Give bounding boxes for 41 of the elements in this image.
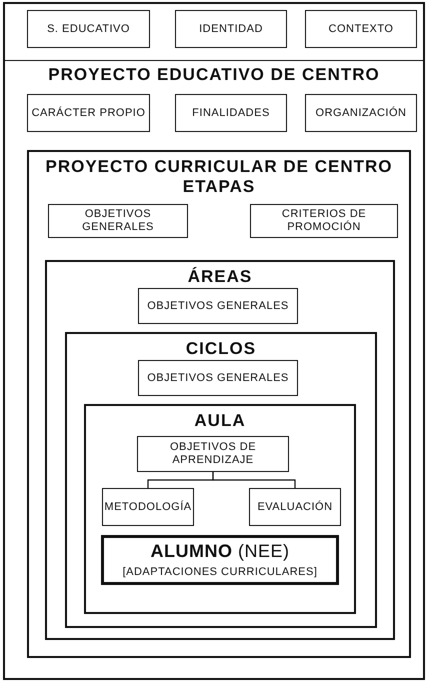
box-label: CONTEXTO (328, 22, 394, 36)
text-box (138, 288, 298, 324)
box-label: OBJETIVOS DE APRENDIZAJE (168, 441, 258, 467)
box-label: CRITERIOS DE PROMOCIÓN (280, 208, 368, 234)
box-label: OBJETIVOS GENERALES (146, 300, 290, 312)
text-box (305, 10, 417, 48)
text-box (102, 488, 194, 526)
box-label: OBJETIVOS GENERALES (81, 208, 155, 234)
box-heading: ALUMNO (NEE) (150, 541, 290, 562)
box-note: [ADAPTACIONES CURRICULARES] (122, 566, 318, 579)
group-title: ETAPAS (182, 177, 256, 198)
text-box (48, 204, 188, 238)
group-frame (65, 332, 377, 628)
group-frame (27, 150, 411, 658)
text-box (27, 94, 150, 132)
text-box (250, 204, 398, 238)
box-label: ORGANIZACIÓN (314, 106, 408, 120)
group-title: AULA (194, 411, 246, 432)
text-box (249, 488, 341, 526)
group-title: PROYECTO EDUCATIVO DE CENTRO (48, 65, 380, 86)
group-frame (45, 260, 395, 640)
box-label: S. EDUCATIVO (46, 22, 131, 36)
group-frame (84, 404, 356, 614)
text-box (138, 360, 298, 396)
connector-line (212, 472, 296, 488)
group-title: CICLOS (186, 339, 256, 360)
box-label: EVALUACIÓN (256, 500, 334, 514)
group-title: ÁREAS (188, 267, 252, 288)
box-label: OBJETIVOS GENERALES (146, 372, 290, 384)
text-box (101, 535, 339, 585)
text-box (305, 94, 417, 132)
group-title: PROYECTO CURRICULAR DE CENTRO (46, 157, 392, 178)
text-box (175, 10, 287, 48)
text-box (27, 10, 150, 48)
text-box (137, 436, 289, 472)
group-frame (3, 60, 425, 680)
box-label: IDENTIDAD (198, 22, 264, 36)
box-label: FINALIDADES (191, 106, 271, 120)
box-label: CARÁCTER PROPIO (30, 106, 146, 120)
text-box (175, 94, 287, 132)
box-label: METODOLOGÍA (103, 500, 193, 514)
